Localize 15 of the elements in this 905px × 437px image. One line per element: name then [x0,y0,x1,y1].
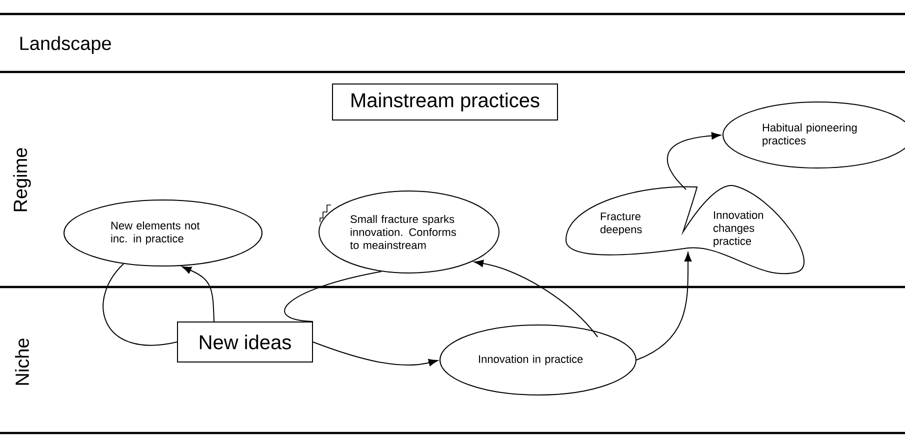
connector-line [102,263,178,346]
ellipse-node: New elements not inc. in practice [64,200,262,266]
text-box: Mainstream practices [332,84,558,120]
arrow [666,132,721,190]
arrow [474,260,598,338]
ellipse-node: Innovation in practice [440,324,636,396]
band-label: Niche [15,338,29,385]
arrow [182,266,214,322]
band-label: Regime [13,148,31,212]
ellipse-node: Small fracture sparks innovation. Conforms to meainstream [318,190,500,274]
arrow [636,252,692,360]
arrow [312,342,438,366]
connector-line [284,271,382,322]
band-label: Landscape [20,36,111,54]
text-box: New ideas [177,322,313,362]
